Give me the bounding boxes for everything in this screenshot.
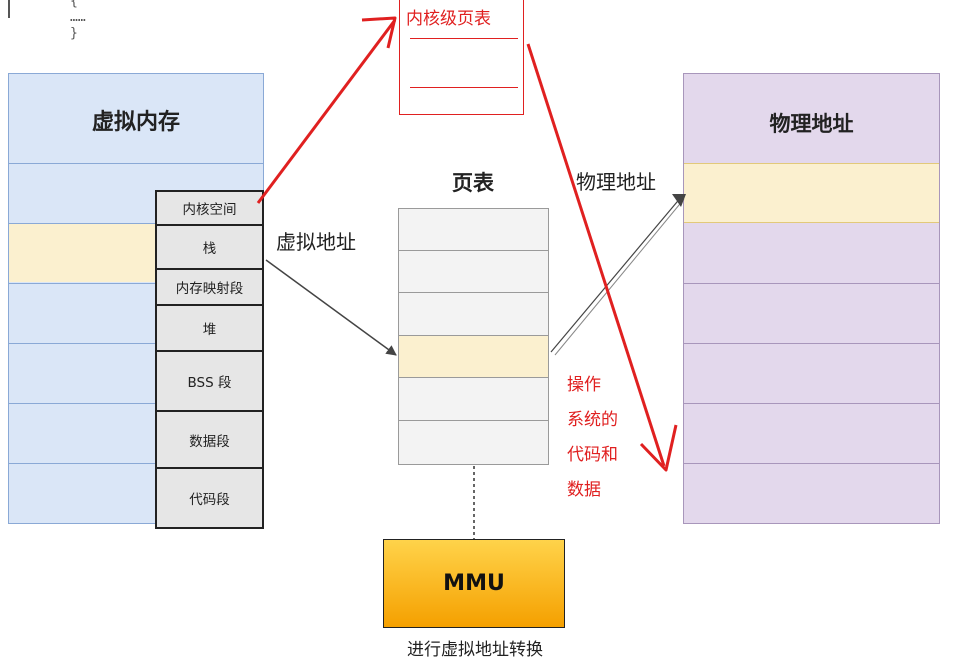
segment-kernel-space: 内核空间: [155, 190, 264, 226]
code-line: }: [70, 26, 78, 41]
virtual-memory-divider: [8, 223, 264, 224]
segment-data: 数据段: [155, 410, 264, 469]
virtual-address-label: 虚拟地址: [276, 230, 356, 254]
physical-memory-divider: [683, 283, 940, 284]
virtual-memory-divider: [8, 343, 264, 344]
virtual-memory-divider: [8, 283, 264, 284]
physical-address-arrow: [550, 195, 683, 353]
os-code-data-line: 系统的: [567, 410, 618, 430]
code-snippet: { …… }: [70, 0, 86, 42]
virtual-memory-title: 虚拟内存: [91, 110, 180, 135]
segment-mmap: 内存映射段: [155, 268, 264, 306]
physical-address-arrow-shadow: [554, 198, 685, 356]
kernel-page-table-divider: [410, 38, 518, 39]
code-line: {: [70, 0, 78, 9]
virtual-address-arrow: [265, 259, 397, 356]
virtual-memory-highlight-row: [9, 224, 156, 282]
page-table-row: [398, 420, 549, 465]
page-table-title: 页表: [452, 171, 494, 195]
page-table-row: [398, 292, 549, 336]
kernel-arrow-line: [256, 19, 397, 204]
code-line: ……: [70, 10, 86, 25]
physical-address-arrowhead: [672, 194, 686, 207]
os-code-arrow-line: [526, 43, 666, 467]
segment-bss: BSS 段: [155, 350, 264, 412]
kernel-page-table-divider: [410, 87, 518, 88]
physical-memory-column: [683, 73, 940, 524]
physical-memory-title: 物理地址: [769, 112, 854, 136]
kernel-page-table-title: 内核级页表: [406, 9, 491, 29]
kernel-page-table-box: [399, 0, 524, 115]
virtual-memory-divider: [8, 163, 264, 164]
virtual-memory-divider: [8, 403, 264, 404]
physical-memory-divider: [683, 463, 940, 464]
kernel-arrow-head: [361, 16, 397, 49]
page-table-row-highlighted: [398, 335, 549, 378]
physical-address-label: 物理地址: [576, 170, 656, 194]
os-code-arrow-head: [639, 424, 678, 472]
segment-code: 代码段: [155, 467, 264, 529]
segment-heap: 堆: [155, 304, 264, 352]
physical-memory-highlight-row: [684, 163, 939, 223]
physical-memory-divider: [683, 403, 940, 404]
physical-memory-divider: [683, 343, 940, 344]
os-code-data-line: 数据: [567, 480, 601, 500]
os-code-data-line: 代码和: [567, 445, 618, 465]
mmu-box: MMU: [383, 539, 565, 628]
virtual-memory-divider: [8, 463, 264, 464]
mmu-caption: 进行虚拟地址转换: [407, 640, 543, 660]
os-code-data-label: 操作 系统的 代码和 数据: [567, 368, 618, 508]
code-gutter: [8, 0, 10, 18]
os-code-data-line: 操作: [567, 375, 601, 395]
